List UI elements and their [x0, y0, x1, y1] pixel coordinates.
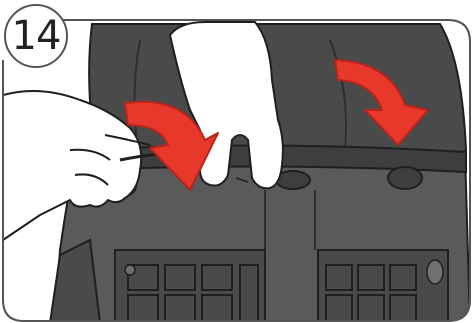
left-vent-grid — [115, 250, 265, 323]
right-knob — [388, 167, 422, 189]
right-vent-grid — [318, 250, 448, 323]
step-number: 14 — [2, 2, 70, 70]
